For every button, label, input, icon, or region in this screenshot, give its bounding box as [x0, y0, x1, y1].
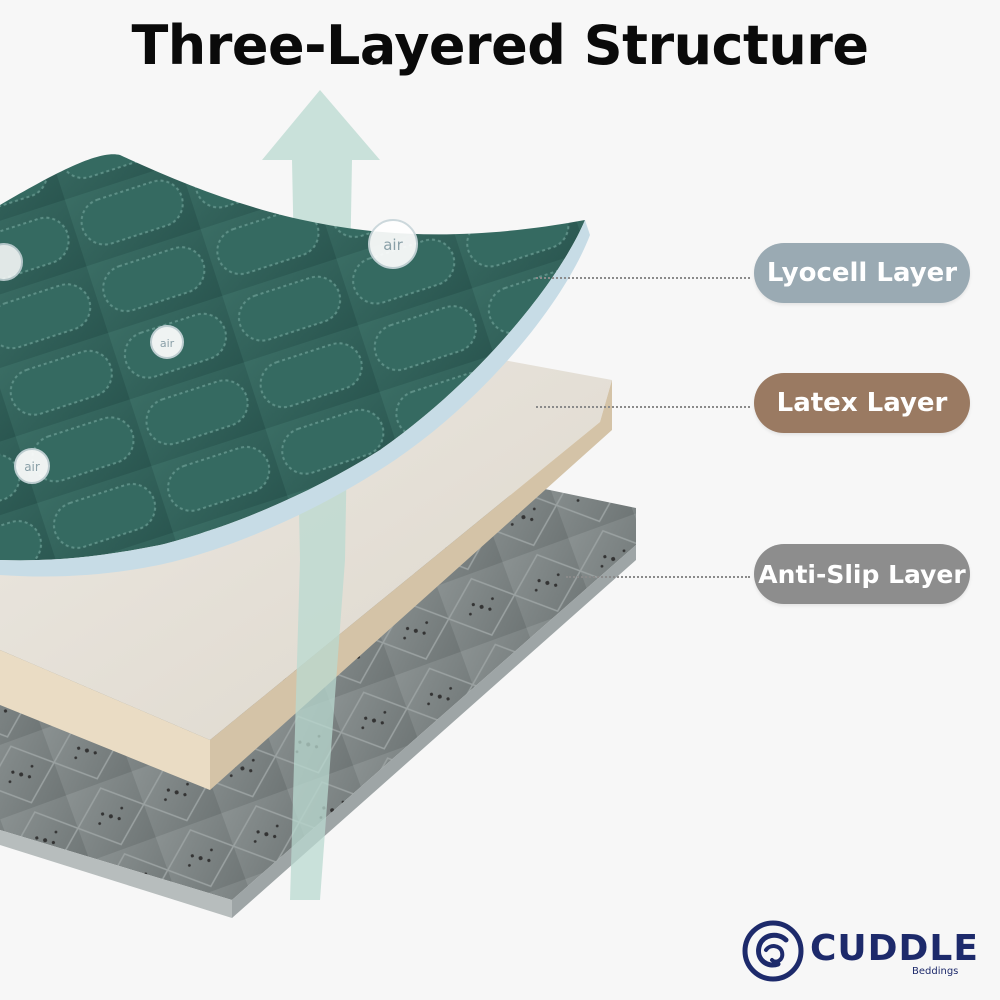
air-bubble: [0, 243, 23, 281]
svg-text:air: air: [24, 460, 40, 474]
layer-label-antislip: Anti-Slip Layer: [754, 544, 970, 604]
leader-line-latex: [536, 406, 750, 408]
layer-label-lyocell: Lyocell Layer: [754, 243, 970, 303]
page-title: Three-Layered Structure: [131, 14, 869, 77]
cuddle-logo-icon: [742, 920, 804, 982]
leader-line-antislip: [566, 576, 750, 578]
air-bubble: air: [368, 219, 418, 269]
svg-text:air: air: [383, 236, 403, 254]
air-bubble: air: [150, 325, 184, 359]
air-bubble: air: [14, 448, 50, 484]
brand-logo: CUDDLE Beddings: [742, 918, 982, 984]
brand-subtitle: Beddings: [912, 966, 959, 977]
brand-name: CUDDLE: [810, 928, 979, 969]
lyocell-layer-shape: [0, 154, 590, 577]
layer-label-latex: Latex Layer: [754, 373, 970, 433]
leader-line-lyocell: [536, 277, 750, 279]
svg-text:air: air: [160, 337, 175, 350]
